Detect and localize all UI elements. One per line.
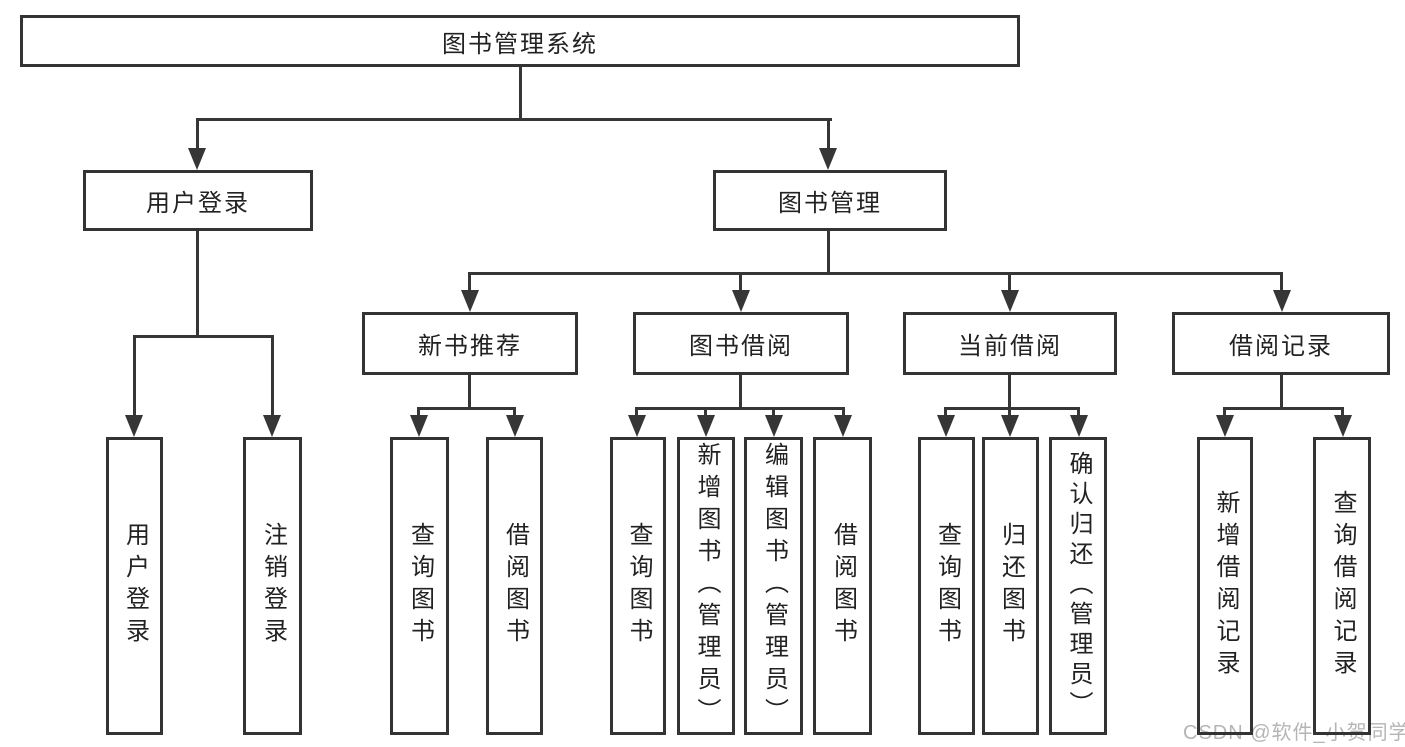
connector-br-rail — [1223, 407, 1344, 410]
leaf-br-query-record: 查询借阅记录 — [1313, 437, 1371, 735]
node-root: 图书管理系统 — [20, 15, 1020, 67]
node-user-login: 用户登录 — [83, 170, 313, 231]
connector-nbr-drop-2 — [513, 407, 516, 418]
leaf-br-add-record-label: 新增借阅记录 — [1212, 490, 1239, 682]
leaf-logout-label: 注销登录 — [259, 522, 287, 650]
leaf-cb-return-books-label: 归还图书 — [997, 522, 1025, 650]
arrow-down-icon — [765, 415, 783, 437]
connector-bb-rail — [635, 407, 845, 410]
connector-mgmt-drop-3 — [1008, 272, 1011, 292]
connector-bb-drop-1 — [635, 407, 638, 418]
node-current-borrow: 当前借阅 — [903, 312, 1117, 375]
arrow-down-icon — [697, 415, 715, 437]
leaf-bb-query-books: 查询图书 — [610, 437, 666, 735]
connector-br-stem — [1280, 375, 1283, 410]
arrow-down-icon — [125, 415, 143, 437]
arrow-down-icon — [461, 290, 479, 312]
leaf-logout: 注销登录 — [243, 437, 302, 735]
connector-cb-stem — [1008, 375, 1011, 410]
leaf-cb-return-books: 归还图书 — [982, 437, 1039, 735]
leaf-bb-borrow-books-label: 借阅图书 — [829, 522, 857, 650]
arrow-down-icon — [188, 148, 206, 170]
csdn-watermark: CSDN @软件_小贺同学 — [1183, 722, 1405, 744]
connector-root-rail — [196, 118, 832, 121]
leaf-bb-add-books-label: 新增图书（管理员） — [693, 442, 720, 730]
connector-bb-drop-3 — [772, 407, 775, 418]
node-new-book-rec-label: 新书推荐 — [418, 333, 522, 360]
leaf-nbr-query-books-label: 查询图书 — [406, 522, 434, 650]
connector-login-rail — [133, 335, 274, 338]
connector-nbr-stem — [468, 375, 471, 410]
node-book-mgmt: 图书管理 — [713, 170, 947, 231]
connector-mgmt-rail — [468, 272, 1283, 275]
node-new-book-rec: 新书推荐 — [362, 312, 578, 375]
arrow-down-icon — [819, 148, 837, 170]
arrow-down-icon — [732, 290, 750, 312]
leaf-br-query-record-label: 查询借阅记录 — [1329, 490, 1356, 682]
connector-login-left-drop — [133, 335, 136, 418]
connector-root-left-drop — [196, 118, 199, 150]
arrow-down-icon — [628, 415, 646, 437]
arrow-down-icon — [937, 415, 955, 437]
connector-nbr-drop-1 — [417, 407, 420, 418]
connector-bb-drop-2 — [704, 407, 707, 418]
node-book-borrow: 图书借阅 — [633, 312, 849, 375]
leaf-user-login-label: 用户登录 — [121, 522, 149, 650]
connector-login-right-drop — [271, 335, 274, 418]
arrow-down-icon — [1001, 290, 1019, 312]
leaf-cb-query-books-label: 查询图书 — [933, 522, 961, 650]
connector-cb-rail — [944, 407, 1080, 410]
connector-cb-drop-2 — [1008, 407, 1011, 418]
connector-nbr-rail — [417, 407, 516, 410]
node-borrow-records: 借阅记录 — [1172, 312, 1390, 375]
node-borrow-records-label: 借阅记录 — [1229, 333, 1333, 360]
arrow-down-icon — [1070, 415, 1088, 437]
arrow-down-icon — [263, 415, 281, 437]
leaf-nbr-borrow-books: 借阅图书 — [486, 437, 543, 735]
node-book-borrow-label: 图书借阅 — [689, 333, 793, 360]
connector-mgmt-stem — [827, 231, 830, 275]
connector-cb-drop-1 — [944, 407, 947, 418]
leaf-bb-edit-books-label: 编辑图书（管理员） — [760, 442, 788, 730]
connector-br-drop-1 — [1223, 407, 1226, 418]
arrow-down-icon — [1273, 290, 1291, 312]
leaf-cb-confirm-return: 确认归还（管理员） — [1049, 437, 1107, 735]
leaf-bb-query-books-label: 查询图书 — [625, 522, 652, 650]
leaf-user-login: 用户登录 — [106, 437, 163, 735]
connector-root-right-drop — [827, 118, 830, 150]
node-book-mgmt-label: 图书管理 — [778, 190, 882, 217]
leaf-br-add-record: 新增借阅记录 — [1197, 437, 1253, 735]
connector-br-drop-2 — [1341, 407, 1344, 418]
arrow-down-icon — [410, 415, 428, 437]
node-root-label: 图书管理系统 — [442, 30, 598, 58]
connector-root-stem — [519, 66, 522, 121]
leaf-cb-query-books: 查询图书 — [918, 437, 975, 735]
node-user-login-label: 用户登录 — [146, 190, 250, 217]
connector-cb-drop-3 — [1077, 407, 1080, 418]
connector-login-stem — [196, 231, 199, 338]
connector-mgmt-drop-1 — [468, 272, 471, 292]
connector-bb-drop-4 — [842, 407, 845, 418]
arrow-down-icon — [834, 415, 852, 437]
arrow-down-icon — [506, 415, 524, 437]
leaf-bb-borrow-books: 借阅图书 — [813, 437, 872, 735]
leaf-nbr-query-books: 查询图书 — [390, 437, 449, 735]
arrow-down-icon — [1001, 415, 1019, 437]
arrow-down-icon — [1216, 415, 1234, 437]
connector-bb-stem — [739, 375, 742, 410]
connector-mgmt-drop-2 — [739, 272, 742, 292]
leaf-bb-edit-books: 编辑图书（管理员） — [744, 437, 803, 735]
leaf-bb-add-books: 新增图书（管理员） — [677, 437, 735, 735]
node-current-borrow-label: 当前借阅 — [958, 333, 1062, 360]
leaf-nbr-borrow-books-label: 借阅图书 — [501, 522, 529, 650]
connector-mgmt-drop-4 — [1280, 272, 1283, 292]
leaf-cb-confirm-return-label: 确认归还（管理员） — [1065, 451, 1092, 721]
arrow-down-icon — [1334, 415, 1352, 437]
